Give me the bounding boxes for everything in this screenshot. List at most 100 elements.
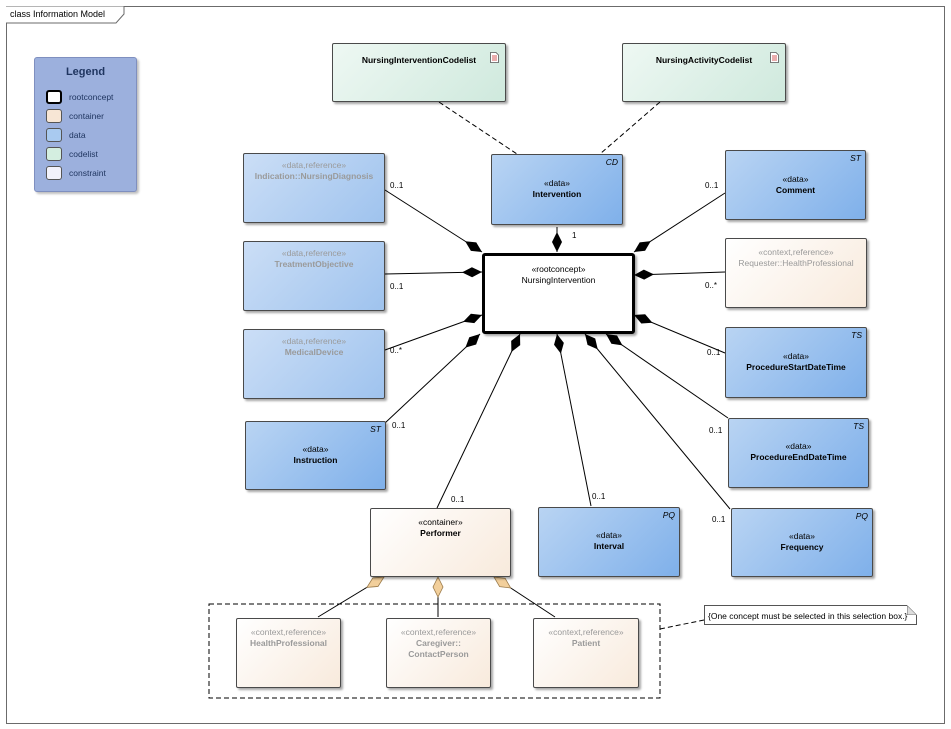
- composition-medical-device: [384, 313, 483, 351]
- data-frequency[interactable]: PQ «data» Frequency: [731, 508, 873, 577]
- datatype: CD: [605, 157, 618, 167]
- composition-frequency: [584, 333, 731, 510]
- stereotype: «data,reference»: [281, 248, 347, 258]
- selection-box: [208, 603, 661, 699]
- note-link: [659, 619, 705, 630]
- context-requester-health-professional[interactable]: «context,reference» Requester::HealthPro…: [725, 238, 867, 308]
- multiplicity-interval: 0..1: [592, 492, 606, 501]
- multiplicity-performer: 0..1: [451, 495, 465, 504]
- composition-procedure-end: [605, 333, 729, 419]
- class-name: Instruction: [293, 455, 338, 465]
- datatype: TS: [851, 330, 862, 340]
- legend-label: data: [69, 130, 86, 140]
- composition-requester: [633, 269, 726, 280]
- multiplicity-requester: 0..*: [705, 281, 718, 290]
- legend-title: Legend: [65, 66, 106, 78]
- stereotype: «context,reference»: [250, 627, 327, 637]
- multiplicity-treatment-objective: 0..1: [390, 282, 404, 291]
- multiplicity-instruction: 0..1: [392, 421, 406, 430]
- multiplicity-indication: 0..1: [390, 181, 404, 190]
- datatype: TS: [853, 421, 864, 431]
- class-name: Requester::HealthProfessional: [738, 258, 854, 268]
- multiplicity-procedure-start: 0..1: [707, 348, 721, 357]
- class-name: Patient: [571, 638, 601, 648]
- multiplicity-comment: 0..1: [705, 181, 719, 190]
- legend-swatch: [46, 166, 62, 180]
- aggregation-patient: [493, 576, 556, 618]
- note-text: {One concept must be selected in this se…: [708, 611, 908, 621]
- composition-procedure-start: [633, 314, 726, 354]
- stereotype: «data»: [785, 441, 812, 451]
- data-medical-device[interactable]: «data,reference» MedicalDevice: [243, 329, 385, 399]
- composition-performer: [436, 333, 521, 509]
- class-name: HealthProfessional: [250, 638, 327, 648]
- multiplicity-frequency: 0..1: [712, 515, 726, 524]
- context-health-professional[interactable]: «context,reference» HealthProfessional: [236, 618, 341, 688]
- stereotype: «context,reference»: [758, 247, 834, 257]
- composition-indication: [384, 189, 483, 253]
- frame-title: class Information Model: [10, 9, 106, 19]
- document-icon: [490, 52, 499, 63]
- class-name: Frequency: [780, 542, 824, 552]
- class-name: Intervention: [532, 189, 582, 199]
- composition-interval: [554, 333, 592, 507]
- frame-tab: [6, 6, 125, 24]
- codelist-nursing-activity[interactable]: NursingActivityCodelist: [622, 43, 786, 102]
- data-procedure-start-date-time[interactable]: TS «data» ProcedureStartDateTime: [725, 327, 867, 398]
- data-comment[interactable]: ST «data» Comment: [725, 150, 866, 220]
- stereotype: «data»: [783, 351, 809, 361]
- class-name: ProcedureEndDateTime: [750, 452, 847, 462]
- class-name: NursingActivityCodelist: [655, 55, 753, 65]
- document-icon: [770, 52, 779, 63]
- class-name: Comment: [775, 185, 816, 195]
- stereotype: «container»: [418, 517, 463, 527]
- diagram-frame: [6, 6, 945, 724]
- container-performer[interactable]: «container» Performer: [370, 508, 511, 577]
- multiplicity-intervention: 1: [572, 231, 577, 240]
- codelist-nursing-intervention[interactable]: NursingInterventionCodelist: [332, 43, 506, 102]
- datatype: ST: [850, 153, 861, 163]
- legend-swatch: [46, 90, 62, 104]
- class-name: Performer: [420, 528, 461, 538]
- class-name: ProcedureStartDateTime: [746, 362, 846, 372]
- data-indication-nursing-diagnosis[interactable]: «data,reference» Indication::NursingDiag…: [243, 153, 385, 223]
- aggregation-health-professional: [317, 576, 385, 618]
- datatype: ST: [370, 424, 381, 434]
- composition-instruction: [384, 333, 481, 424]
- context-patient[interactable]: «context,reference» Patient: [533, 618, 639, 688]
- stereotype: «data,reference»: [281, 336, 347, 346]
- data-treatment-objective[interactable]: «data,reference» TreatmentObjective: [243, 241, 385, 311]
- data-instruction[interactable]: ST «data» Instruction: [245, 421, 386, 490]
- legend-label: constraint: [69, 168, 106, 178]
- class-name: MedicalDevice: [284, 347, 344, 357]
- constraint-note[interactable]: {One concept must be selected in this se…: [704, 605, 917, 625]
- note-fold-corner: [907, 605, 917, 615]
- data-interval[interactable]: PQ «data» Interval: [538, 507, 680, 577]
- stereotype: «context,reference»: [400, 627, 477, 637]
- class-name-line-2: ContactPerson: [408, 649, 469, 659]
- stereotype: «data»: [789, 531, 815, 541]
- class-name: Caregiver::: [416, 638, 461, 648]
- class-name: Indication::NursingDiagnosis: [254, 171, 374, 181]
- class-name: NursingIntervention: [521, 275, 596, 285]
- data-procedure-end-date-time[interactable]: TS «data» ProcedureEndDateTime: [728, 418, 869, 488]
- stereotype: «rootconcept»: [531, 264, 586, 274]
- stereotype: «data»: [782, 174, 809, 184]
- stereotype: «data»: [596, 530, 622, 540]
- stereotype: «data,reference»: [281, 160, 347, 170]
- dependency-activity-codelist: [599, 101, 661, 155]
- rootconcept-nursing-intervention[interactable]: «rootconcept» NursingIntervention: [482, 253, 635, 334]
- legend-swatch: [46, 128, 62, 142]
- legend-label: rootconcept: [69, 92, 114, 102]
- legend-swatch: [46, 147, 62, 161]
- composition-treatment-objective: [384, 267, 483, 278]
- class-name: Interval: [593, 541, 625, 551]
- multiplicity-medical-device: 0..*: [390, 346, 403, 355]
- datatype: PQ: [855, 511, 868, 521]
- context-caregiver-contact-person[interactable]: «context,reference» Caregiver:: ContactP…: [386, 618, 491, 688]
- stereotype: «data»: [544, 178, 570, 188]
- composition-comment: [633, 192, 726, 253]
- data-intervention[interactable]: CD «data» Intervention: [491, 154, 623, 225]
- dependency-intervention-codelist: [438, 101, 518, 155]
